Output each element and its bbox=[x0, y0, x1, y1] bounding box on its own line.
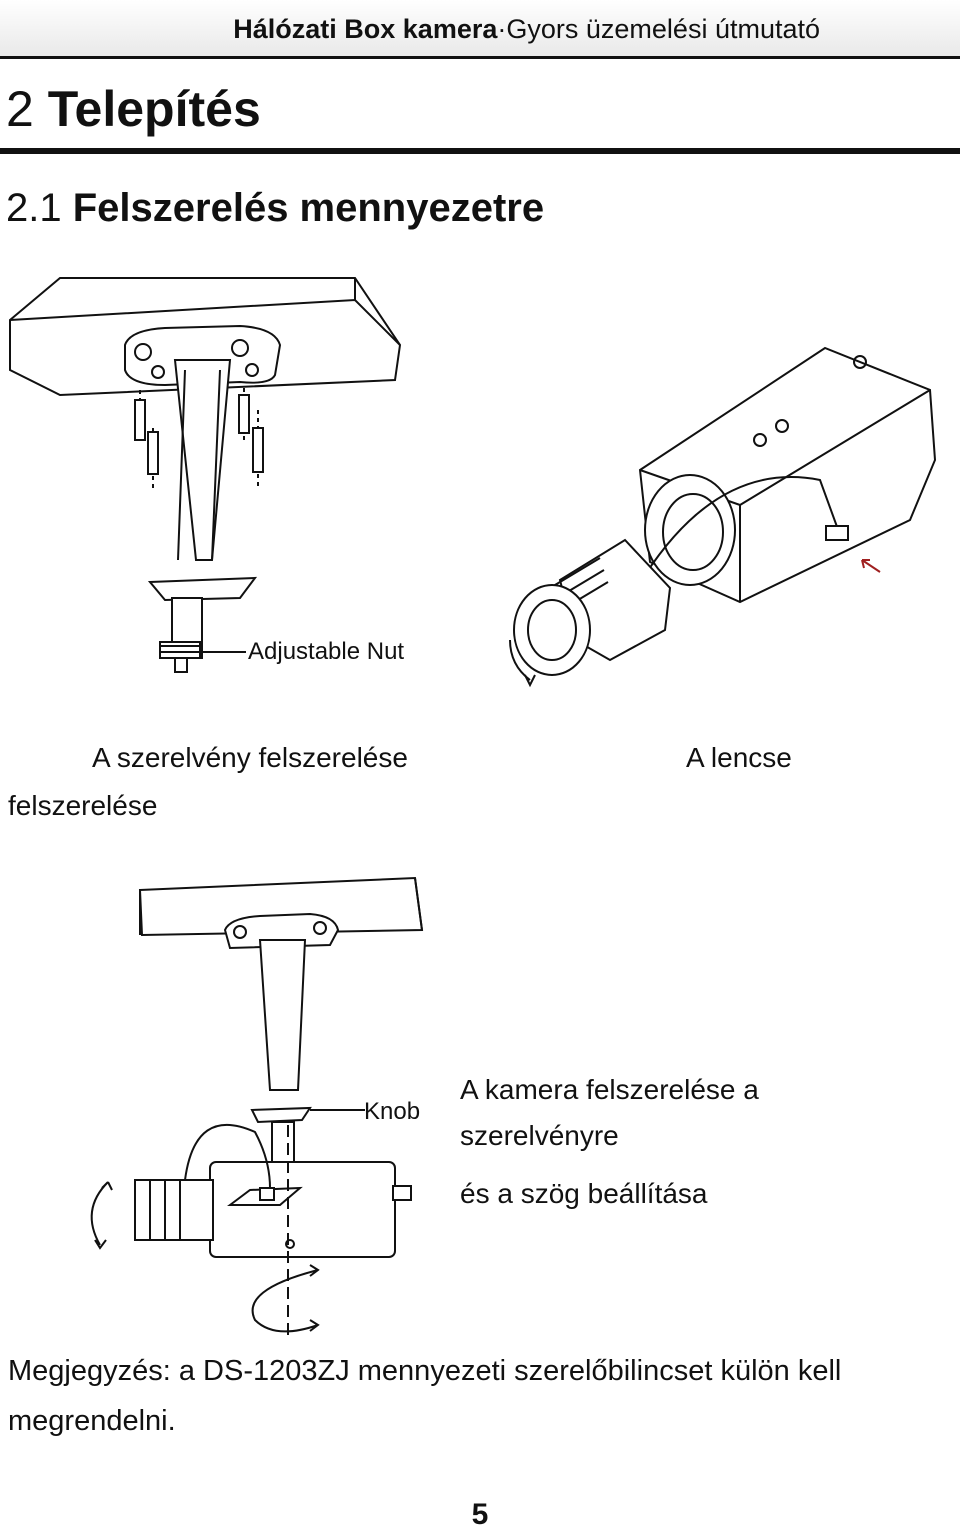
camera-body-2 bbox=[210, 1162, 395, 1257]
section-title: Felszerelés mennyezetre bbox=[72, 186, 545, 230]
chapter-title: Telepítés bbox=[47, 81, 261, 137]
fig3-caption-line1: A kamera felszerelése a bbox=[460, 1074, 759, 1105]
section-number: 2.1 bbox=[6, 186, 62, 230]
knob-label: Knob bbox=[364, 1098, 421, 1125]
iris-cable bbox=[645, 477, 840, 575]
bracket-base-plate-2 bbox=[225, 914, 338, 948]
header-band bbox=[0, 0, 960, 56]
fig1-caption-line2: felszerelése bbox=[8, 790, 158, 821]
adjustable-nut-label: Adjustable Nut bbox=[248, 638, 405, 665]
note-paragraph: Megjegyzés: a DS-1203ZJ mennyezeti szere… bbox=[8, 1346, 908, 1446]
fig3-caption-line3: és a szög beállítása bbox=[460, 1178, 708, 1209]
lens-mount bbox=[645, 475, 735, 585]
fig3-caption-line2: szerelvényre bbox=[460, 1120, 619, 1151]
lens-install-illustration bbox=[490, 340, 950, 690]
iris-cable-2 bbox=[185, 1125, 270, 1188]
note-line2: megrendelni. bbox=[8, 1405, 176, 1437]
pointer-arrow-icon bbox=[862, 560, 880, 572]
header-product: Hálózati Box kamera bbox=[233, 14, 498, 44]
page-number: 5 bbox=[471, 1498, 489, 1531]
fig1-caption-line1: A szerelvény felszerelése bbox=[92, 742, 408, 773]
header-guide-title: Gyors üzemelési útmutató bbox=[506, 14, 820, 44]
camera-mount-illustration bbox=[80, 870, 440, 1350]
bracket-mount-illustration bbox=[0, 260, 430, 690]
header-separator: · bbox=[497, 14, 507, 44]
bracket-arm bbox=[175, 360, 230, 560]
section-heading: 2.1 Felszerelés mennyezetre bbox=[6, 186, 544, 231]
fig2-caption: A lencse bbox=[686, 742, 792, 773]
rotation-arrow-icon bbox=[510, 640, 535, 685]
note-line1: Megjegyzés: a DS-1203ZJ mennyezeti szere… bbox=[8, 1355, 842, 1387]
chapter-number: 2 bbox=[6, 81, 34, 137]
chapter-heading: 2 Telepítés bbox=[6, 80, 261, 138]
chapter-rule bbox=[0, 148, 960, 154]
bracket-arm-2 bbox=[260, 940, 305, 1090]
header-rule bbox=[0, 56, 960, 59]
running-header: Hálózati Box kamera·Gyors üzemelési útmu… bbox=[233, 14, 820, 45]
pan-arrow-icon bbox=[253, 1265, 318, 1331]
mounting-screws bbox=[135, 388, 263, 488]
tilt-arrow-icon bbox=[92, 1182, 112, 1248]
